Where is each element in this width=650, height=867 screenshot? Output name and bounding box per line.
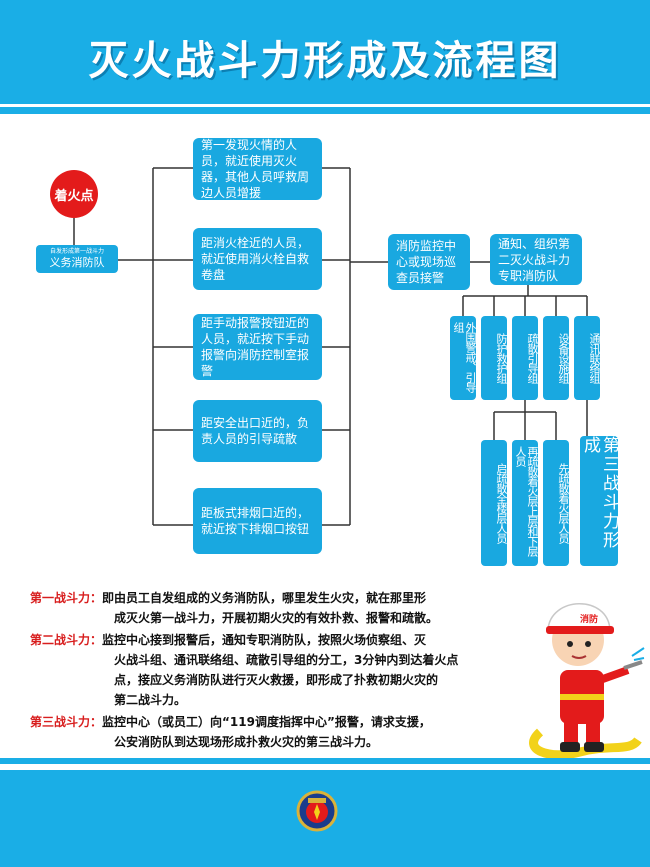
helmet-label: 消防 (580, 613, 598, 625)
fire-emblem-icon (296, 790, 338, 832)
header-band (0, 0, 650, 104)
desc-line: 火战斗组、通讯联络组、疏散引导组的分工，3分钟内到达着火点 (114, 653, 459, 667)
sub-group-fire-floor: 先疏散着火层人员 (543, 440, 570, 566)
desc-line: 监控中心（或员工）向“119调度指挥中心”报警，请求支援， (102, 715, 431, 729)
third-force-box: 第三战斗力形成 (580, 436, 619, 566)
group-communication: 通讯联络组 (574, 316, 601, 400)
step-box-alarm: 距手动报警按钮近的人员，就近按下手动报警向消防控制室报警 (193, 314, 322, 380)
desc-line: 即由员工自发组成的义务消防队，哪里发生火灾，就在那里形 (102, 591, 427, 605)
volunteer-team-caption: 自发形成第一战斗力 (49, 248, 104, 255)
monitor-center-box: 消防监控中心或现场巡查员接警 (388, 234, 470, 290)
volunteer-team-label: 义务消防队 (49, 256, 105, 269)
desc-first-force: 第一战斗力：即由员工自发组成的义务消防队，哪里发生火灾，就在那里形 成灭火第一战… (30, 588, 438, 628)
volunteer-team-node: 自发形成第一战斗力 义务消防队 (36, 245, 118, 273)
sub-group-adjacent-floors: 再疏散着火层上层和下层人员 (512, 440, 539, 566)
firefighter-illustration: 消防 (529, 603, 645, 760)
page-title: 灭火战斗力形成及流程图 (88, 38, 562, 84)
step-box-exit: 距安全出口近的，负责人员的引导疏散 (193, 400, 322, 462)
step-box-extinguisher: 第一发现火情的人员，就近使用灭火器，其他人员呼救周边人员增援 (193, 138, 322, 200)
header-divider (0, 104, 650, 114)
desc-line: 第二战斗力。 (114, 693, 187, 707)
desc-label: 第一战斗力： (30, 591, 103, 605)
desc-line: 监控中心接到报警后，通知专职消防队，按照火场侦察组、灭 (102, 633, 427, 647)
footer-divider (0, 758, 650, 764)
fire-point-node: 着火点 (50, 170, 98, 218)
notify-team-box: 通知、组织第二灭火战斗力专职消防队 (490, 234, 582, 285)
group-evacuation: 疏散引导组 (512, 316, 539, 400)
group-protection: 防护救护组 (481, 316, 508, 400)
desc-second-force: 第二战斗力：监控中心接到报警后，通知专职消防队，按照火场侦察组、灭 火战斗组、通… (30, 630, 458, 710)
step-box-smoke-vent: 距板式排烟口近的，就近按下排烟口按钮 (193, 488, 322, 554)
group-perimeter: 外围警戒、引导组 (450, 316, 477, 400)
group-equipment: 设备设施组 (543, 316, 570, 400)
desc-line: 成灭火第一战斗力，开展初期火灾的有效扑救、报警和疏散。 (114, 611, 439, 625)
desc-third-force: 第三战斗力：监控中心（或员工）向“119调度指挥中心”报警，请求支援， 公安消防… (30, 712, 431, 752)
step-box-hydrant: 距消火栓近的人员，就近使用消火栓自救卷盘 (193, 228, 322, 290)
desc-line: 点，接应义务消防队进行灭火救援，即形成了扑救初期火灾的 (114, 673, 439, 687)
desc-label: 第三战斗力： (30, 715, 103, 729)
sub-group-all-floors: 启疏散全楼层人员 (481, 440, 508, 566)
desc-line: 公安消防队到达现场形成扑救火灾的第三战斗力。 (114, 735, 379, 749)
desc-label: 第二战斗力： (30, 633, 103, 647)
